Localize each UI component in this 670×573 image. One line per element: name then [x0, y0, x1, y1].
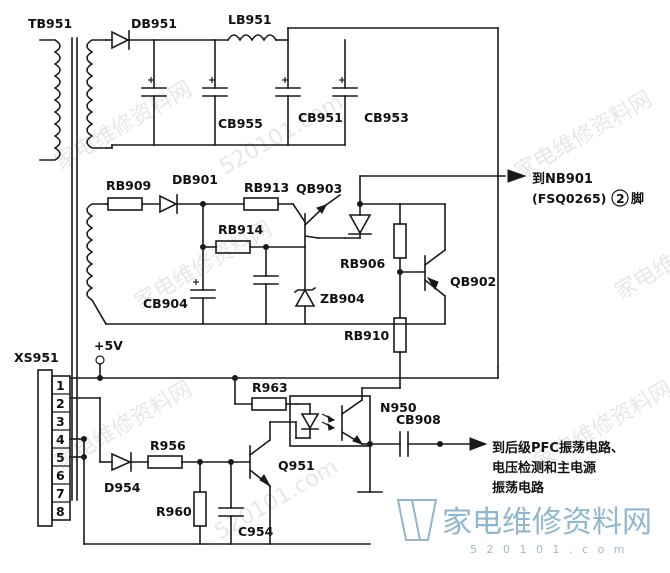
- pin-6: 6: [56, 468, 65, 483]
- label-rb913: RB913: [244, 180, 289, 195]
- resistor-r963: [251, 397, 287, 411]
- label-cb955: CB955: [218, 116, 263, 131]
- label-zb904: ZB904: [320, 291, 365, 306]
- watermark-text-2: 家电维修资料网: [511, 87, 657, 186]
- circled-pin-marker: [611, 189, 629, 207]
- transistor-qb902: [423, 248, 447, 298]
- site-logo: 家电维修资料网 5 2 0 1 0 1 . c o m: [396, 499, 652, 556]
- pin-2: 2: [56, 396, 65, 411]
- pin-3: 3: [56, 414, 65, 429]
- diode-db901: [159, 194, 178, 214]
- label-tb951: TB951: [28, 16, 72, 31]
- label-d954: D954: [104, 480, 141, 495]
- logo-text: 家电维修资料网: [442, 505, 652, 540]
- label-qb902: QB902: [450, 274, 496, 289]
- label-r956: R956: [150, 438, 186, 453]
- label-rb910: RB910: [344, 328, 390, 343]
- pin-7: 7: [56, 486, 65, 501]
- label-db951: DB951: [131, 16, 177, 31]
- resistor-r956: [147, 455, 183, 469]
- aux-feedback-section: RB909 DB901 RB913 QB903 RB914 CB904 ZB90…: [105, 169, 644, 389]
- watermark-url-1: 520101.com: [216, 90, 348, 181]
- label-rb914: RB914: [218, 222, 264, 237]
- label-cb951: CB951: [298, 110, 343, 125]
- diode-d954: [111, 452, 132, 472]
- pin-5: 5: [56, 450, 65, 465]
- label-r960: R960: [156, 504, 192, 519]
- pin-8: 8: [56, 504, 65, 519]
- output-filter-section: DB951 LB951 CB955 CB951 CB953: [105, 12, 499, 369]
- label-to-pfc-line2: 电压检测和主电源: [492, 460, 596, 476]
- optocoupler-n950: [289, 395, 371, 447]
- logo-mark-icon: [396, 499, 438, 541]
- resistor-rb906: [393, 223, 407, 259]
- label-q951: Q951: [278, 458, 315, 473]
- label-xs951: XS951: [14, 350, 59, 365]
- logo-url: 5 2 0 1 0 1 . c o m: [470, 543, 627, 556]
- label-cb908: CB908: [396, 412, 441, 427]
- connector-pins: 1 2 3 4 5 6 7 8: [52, 378, 70, 519]
- resistor-rb913: [243, 197, 279, 211]
- standby-section: 1 2 3 4 5 6 7 8 +5V XS951: [14, 338, 624, 545]
- capacitor-small: [253, 275, 279, 285]
- transistor-q951: [248, 438, 272, 488]
- label-c954: C954: [238, 524, 274, 539]
- label-cb904: CB904: [143, 296, 188, 311]
- resistor-r960: [193, 491, 207, 527]
- transistor-qb903: [291, 202, 328, 247]
- label-rb906: RB906: [340, 256, 386, 271]
- label-to-pfc-line3: 振荡电路: [492, 480, 545, 496]
- inductor-lb951: [226, 34, 278, 42]
- label-to-nb901-line1: 到NB901: [532, 172, 593, 187]
- resistor-rb910: [393, 317, 407, 353]
- plus5v-terminal: [95, 355, 105, 365]
- pin-4: 4: [56, 432, 65, 447]
- diode-feedback: [348, 214, 372, 235]
- label-lb951: LB951: [228, 12, 272, 27]
- label-to-nb901-pre: (FSQ0265): [532, 191, 606, 206]
- label-n950: N950: [380, 400, 417, 415]
- transformer-tb951: TB951: [28, 16, 108, 501]
- label-to-nb901-circled: 2: [616, 191, 625, 206]
- label-r963: R963: [252, 380, 288, 395]
- resistor-rb909: [107, 197, 143, 211]
- watermark-text-6: 家电维修资料网: [611, 207, 670, 306]
- label-to-nb901-post: 脚: [631, 191, 644, 207]
- zener-zb904: [293, 286, 317, 307]
- label-plus5v: +5V: [94, 338, 123, 353]
- label-db901: DB901: [172, 172, 218, 187]
- pin-1: 1: [56, 378, 65, 393]
- label-qb903: QB903: [296, 181, 342, 196]
- label-rb909: RB909: [106, 178, 151, 193]
- label-to-pfc-line1: 到后级PFC振荡电路、: [492, 440, 624, 456]
- label-cb953: CB953: [364, 110, 409, 125]
- diode-db951: [111, 30, 130, 50]
